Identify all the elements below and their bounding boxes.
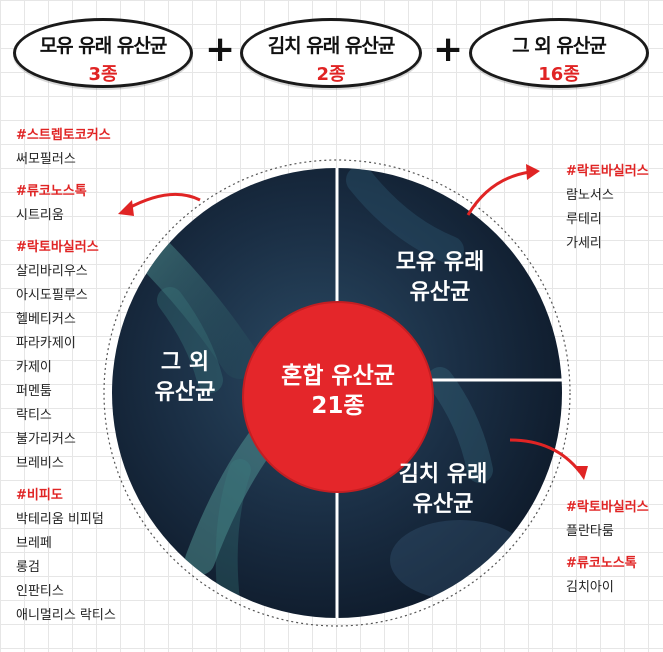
list-item: 써모필러스 (16, 152, 76, 167)
segment-other-line2: 유산균 (154, 380, 216, 405)
right-bottom-strain-list: #락토바실러스 플란타룸 #류코노스톡 김치아이 (566, 496, 649, 600)
segment-mother-origin: 모유 유래 유산균 (380, 248, 500, 308)
arrow-right-top-head (526, 164, 540, 180)
kimchi-origin-count: 2종 (316, 64, 346, 85)
segment-kimchi-line1: 김치 유래 (398, 462, 488, 487)
segment-mother-line2: 유산균 (409, 280, 471, 305)
list-item: 아시도필루스 (16, 288, 88, 303)
list-item: 람노서스 (566, 188, 614, 203)
right-top-strain-list: #락토바실러스 람노서스 루테리 가세리 (566, 160, 649, 256)
list-item: 파라카제이 (16, 336, 76, 351)
list-item: 인판티스 (16, 584, 64, 599)
mother-origin-title: 모유 유래 유산균 (39, 35, 168, 57)
kimchi-origin-title: 김치 유래 유산균 (267, 35, 396, 57)
other-origin-title: 그 외 유산균 (512, 35, 607, 57)
list-item: 김치아이 (566, 580, 614, 595)
list-item: 애니멀리스 락티스 (16, 608, 116, 623)
group-heading: #락토바실러스 (566, 164, 649, 179)
segment-other-origin: 그 외 유산균 (130, 348, 240, 408)
group-heading: #락토바실러스 (16, 240, 99, 255)
other-origin-pill: 그 외 유산균 16종 (469, 18, 649, 88)
group-heading: #류코노스톡 (566, 556, 637, 571)
segment-kimchi-line2: 유산균 (412, 492, 474, 517)
center-count: 21종 (311, 393, 365, 419)
list-item: 브레페 (16, 536, 52, 551)
group-heading: #류코노스톡 (16, 184, 87, 199)
mother-origin-pill: 모유 유래 유산균 3종 (13, 18, 193, 88)
plus-sign-1: + (205, 29, 236, 70)
group-heading: #스트렙토코커스 (16, 128, 111, 143)
center-label: 혼합 유산균 (281, 363, 395, 389)
list-item: 살리바리우스 (16, 264, 88, 279)
arrow-right-top (466, 170, 531, 216)
list-item: 불가리커스 (16, 432, 76, 447)
list-item: 플란타룸 (566, 524, 614, 539)
mother-origin-count: 3종 (88, 64, 118, 85)
outer-dotted-ring (103, 159, 571, 627)
center-mixed-probiotics: 혼합 유산균 21종 (244, 303, 432, 491)
list-item: 시트리움 (16, 208, 64, 223)
list-item: 퍼멘툼 (16, 384, 52, 399)
plus-sign-2: + (433, 29, 464, 70)
group-heading: #비피도 (16, 488, 63, 503)
left-strain-list: #스트렙토코커스 써모필러스 #류코노스톡 시트리움 #락토바실러스 살리바리우… (16, 124, 116, 628)
segment-mother-line1: 모유 유래 (395, 250, 485, 275)
list-item: 카제이 (16, 360, 52, 375)
arrow-left-head (118, 200, 134, 216)
arrow-right-bottom (509, 438, 582, 473)
list-item: 루테리 (566, 212, 602, 227)
segment-kimchi-origin: 김치 유래 유산균 (383, 460, 503, 520)
arrow-left (124, 192, 201, 212)
list-item: 가세리 (566, 236, 602, 251)
kimchi-origin-pill: 김치 유래 유산균 2종 (240, 18, 422, 88)
list-item: 박테리움 비피덤 (16, 512, 104, 527)
list-item: 브레비스 (16, 456, 64, 471)
group-heading: #락토바실러스 (566, 500, 649, 515)
segment-other-line1: 그 외 (160, 350, 210, 375)
other-origin-count: 16종 (538, 64, 580, 85)
list-item: 헬베티커스 (16, 312, 76, 327)
list-item: 락티스 (16, 408, 52, 423)
arrow-right-bottom-head (574, 466, 588, 480)
list-item: 롱검 (16, 560, 40, 575)
